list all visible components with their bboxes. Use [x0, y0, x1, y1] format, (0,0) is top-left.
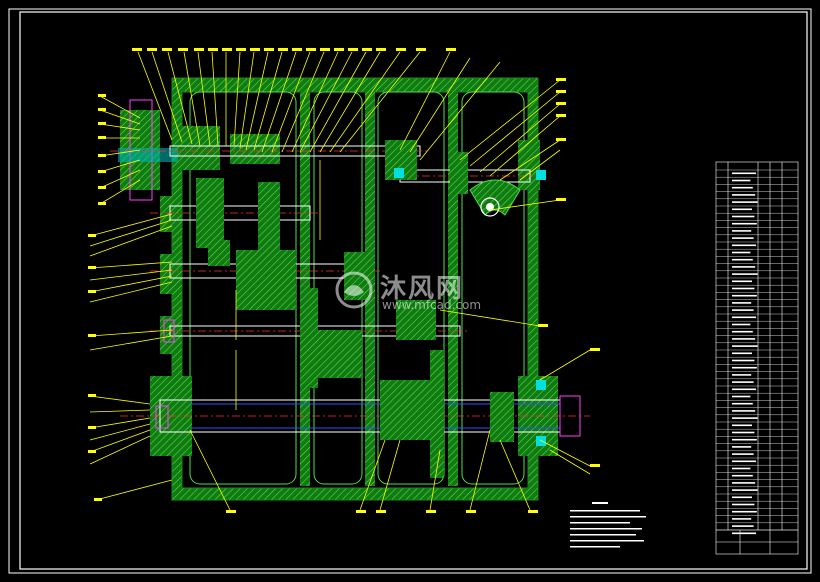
table-row-text-mark	[732, 467, 751, 470]
table-row-text-mark	[732, 374, 752, 376]
table-row-text-mark	[732, 194, 756, 196]
table-row-text-mark	[732, 424, 752, 427]
table-row-text-mark	[732, 230, 752, 232]
table-row-text-mark	[732, 395, 751, 398]
table-row-text-mark	[732, 316, 756, 319]
table-row-text-mark	[732, 474, 753, 477]
table-row-text-mark	[732, 532, 756, 535]
table-row-text-mark	[732, 489, 758, 491]
table-row-text-mark	[732, 287, 755, 290]
inner-frame	[19, 11, 808, 570]
leader-tags	[88, 48, 600, 513]
table-row-text-mark	[732, 525, 754, 527]
table-row-text-mark	[732, 338, 756, 340]
table-row-text-mark	[732, 201, 758, 203]
table-row-text-mark	[732, 352, 752, 355]
technical-notes	[570, 502, 646, 548]
table-row-text-mark	[732, 280, 752, 283]
table-row-text-mark	[732, 323, 751, 326]
table-row-text-mark	[732, 330, 753, 333]
table-row-text-mark	[732, 266, 756, 268]
table-row-text-mark	[732, 446, 752, 448]
table-row-text-mark	[732, 172, 756, 175]
table-row-text-mark	[732, 402, 753, 405]
parts-list-rows	[716, 169, 798, 535]
gears	[196, 140, 514, 478]
table-row-text-mark	[732, 410, 756, 412]
table-row-text-mark	[732, 503, 755, 506]
table-row-text-mark	[732, 482, 756, 484]
table-row-text-mark	[732, 179, 751, 182]
table-row-text-mark	[732, 302, 752, 304]
table-row-text-mark	[732, 388, 756, 391]
parts-list-table	[715, 161, 799, 555]
table-row-text-mark	[732, 258, 753, 261]
cam-segment	[469, 179, 521, 217]
outer-frame	[8, 8, 812, 574]
table-row-text-mark	[732, 251, 751, 254]
table-row-text-mark	[732, 431, 755, 434]
table-row-text-mark	[732, 208, 752, 211]
table-row-text-mark	[732, 237, 754, 239]
table-row-text-mark	[732, 417, 758, 419]
table-row-text-mark	[732, 381, 754, 383]
table-row-text-mark	[732, 453, 754, 455]
table-row-text-mark	[732, 186, 753, 189]
table-row-text-mark	[732, 345, 758, 347]
table-row-text-mark	[732, 366, 757, 369]
table-row-text-mark	[732, 309, 754, 311]
table-row-text-mark	[732, 215, 755, 218]
leader-lines	[89, 51, 591, 511]
table-row-text-mark	[732, 460, 756, 463]
housing-wall-3	[448, 88, 458, 486]
table-row-text-mark	[732, 222, 757, 225]
table-row-text-mark	[732, 438, 757, 441]
housing-wall-1	[300, 88, 310, 486]
table-row-text-mark	[732, 359, 755, 362]
table-row-text-mark	[732, 518, 752, 520]
input-pulley-assembly	[118, 99, 280, 201]
table-row-text-mark	[732, 273, 758, 275]
table-row-text-mark	[732, 244, 756, 247]
accents	[155, 168, 581, 446]
table-row-text-mark	[732, 510, 757, 513]
table-row-text-mark	[732, 496, 752, 499]
table-row-text-mark	[732, 294, 757, 297]
